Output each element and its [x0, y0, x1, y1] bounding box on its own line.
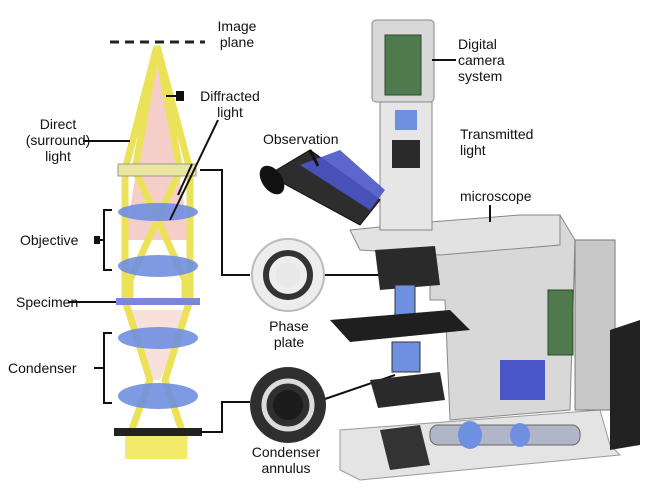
- diffracted-light-label: Diffracted light: [188, 88, 272, 120]
- phase-plate-line-2: plate: [273, 334, 305, 350]
- condenser-lens-top: [118, 327, 198, 349]
- image-plane-line-1: Image: [217, 18, 257, 34]
- diffracted-light-line-1: Diffracted: [200, 88, 260, 104]
- digital-camera-line-1: Digital: [458, 36, 497, 52]
- transmitted-light-label: Transmitted light: [460, 126, 533, 158]
- image-plane-label: Image plane: [205, 18, 269, 50]
- objective-label: Objective: [20, 232, 79, 248]
- leader-lines: [68, 95, 396, 433]
- condenser-annulus-label: Condenser annulus: [236, 444, 336, 476]
- annulus-bar: [114, 428, 202, 436]
- light-source-block: [125, 435, 187, 459]
- phase-plate-label: Phase plate: [254, 318, 324, 350]
- specimen-label: Specimen: [16, 294, 79, 310]
- digital-camera-label: Digital camera system: [458, 36, 505, 84]
- transmitted-light-line-2: light: [460, 142, 486, 158]
- condenser-label: Condenser: [8, 360, 77, 376]
- microscope-illustration: [259, 19, 640, 481]
- diffracted-light-line-2: light: [217, 104, 243, 120]
- eyepieces: [259, 149, 385, 226]
- direct-light-line-1: Direct: [39, 116, 77, 132]
- image-plane-line-2: plane: [219, 34, 255, 50]
- condenser-annulus-disc: [250, 367, 326, 443]
- condenser-lens-bottom: [118, 383, 198, 409]
- objective-lens-bottom: [118, 255, 198, 277]
- phase-plate-disc: [251, 238, 325, 312]
- transmitted-light-line-1: Transmitted: [460, 126, 534, 142]
- direct-light-label: Direct (surround) light: [18, 116, 98, 164]
- phase-plate-line-1: Phase: [269, 318, 309, 334]
- digital-camera-line-3: system: [458, 68, 503, 84]
- filter-plate: [117, 163, 197, 177]
- condenser-annulus-line-2: annulus: [261, 460, 311, 476]
- microscope-label: microscope: [460, 188, 532, 204]
- optical-path-schematic: [68, 40, 396, 459]
- specimen-slide: [116, 298, 200, 305]
- direct-light-line-2: (surround): [25, 132, 91, 148]
- microscope-stage: [330, 310, 470, 342]
- accent-panel: [500, 360, 545, 400]
- direct-light-line-3: light: [45, 148, 71, 164]
- objective-lens-top: [118, 203, 198, 221]
- condenser-annulus-line-1: Condenser: [251, 444, 321, 460]
- observation-label: Observation: [263, 131, 339, 147]
- digital-camera-line-2: camera: [458, 52, 505, 68]
